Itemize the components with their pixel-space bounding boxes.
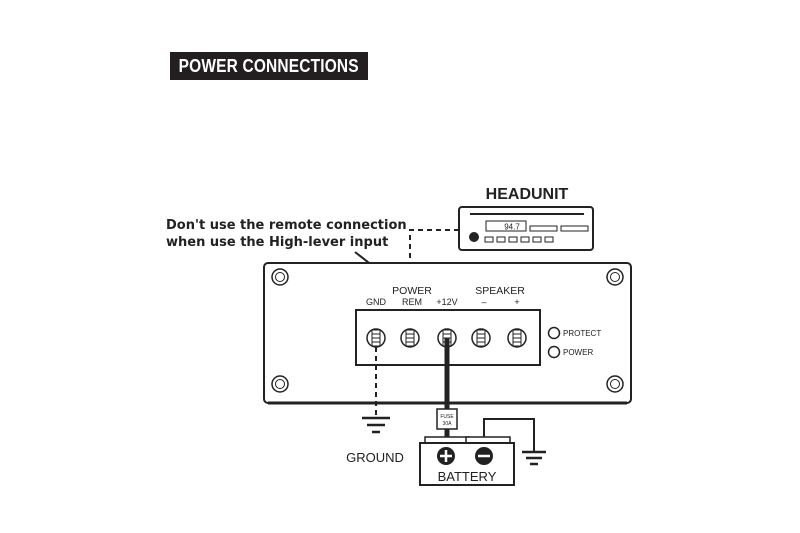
- headunit-display: [485, 220, 527, 232]
- headunit-button-1: [484, 236, 494, 243]
- chassis-ground-icon: [522, 450, 546, 466]
- power-group-label: POWER: [392, 285, 432, 297]
- screw-icon: [606, 268, 624, 286]
- power-led-label: POWER: [563, 348, 593, 357]
- note-line-2: when use the High-lever input: [166, 235, 388, 250]
- 12v-terminal-label: +12V: [436, 297, 457, 307]
- battery-negative-wire: [483, 418, 535, 452]
- protect-led-icon: [547, 326, 561, 340]
- protect-led-label: PROTECT: [563, 329, 601, 338]
- note-line-1: Don't use the remote connection: [166, 218, 407, 233]
- screw-icon: [271, 268, 289, 286]
- gnd-terminal-label: GND: [366, 297, 387, 307]
- headunit-label: HEADUNIT: [486, 186, 569, 203]
- terminal-screw-gnd: [366, 328, 386, 348]
- headunit-button-5: [532, 236, 542, 243]
- power-led-icon: [547, 345, 561, 359]
- section-title-banner: POWER CONNECTIONS: [170, 52, 368, 80]
- speaker-minus-label: –: [481, 297, 486, 307]
- screw-icon: [271, 375, 289, 393]
- fuse-label: FUSE: [440, 414, 454, 420]
- headunit-button-2: [496, 236, 506, 243]
- section-title: POWER CONNECTIONS: [178, 55, 360, 76]
- terminal-screw-speaker-plus: [507, 328, 527, 348]
- headunit: HEADUNIT 94.7: [458, 186, 594, 251]
- headunit-button-6: [544, 236, 554, 243]
- battery: BATTERY: [419, 436, 515, 486]
- speaker-plus-label: +: [514, 297, 519, 307]
- terminal-screw-rem: [400, 328, 420, 348]
- battery-plus-icon: [437, 447, 455, 465]
- speaker-group-label: SPEAKER: [475, 285, 525, 297]
- ground-label: GROUND: [346, 450, 404, 465]
- screw-icon: [606, 375, 624, 393]
- ground-symbol-icon: [362, 416, 390, 434]
- amplifier: POWER SPEAKER GND REM +12V – + PROTECT P…: [263, 262, 632, 405]
- battery-label: BATTERY: [438, 469, 497, 484]
- headunit-preset-bar-1: [529, 225, 558, 232]
- headunit-preset-bar-2: [560, 225, 589, 232]
- rem-terminal-label: REM: [402, 297, 422, 307]
- battery-minus-icon: [475, 447, 493, 465]
- battery-body: [419, 442, 515, 486]
- headunit-button-4: [520, 236, 530, 243]
- headunit-knob: [469, 232, 479, 242]
- headunit-display-value: 94.7: [504, 223, 520, 232]
- fuse-rating: 30A: [443, 421, 453, 427]
- headunit-button-3: [508, 236, 518, 243]
- terminal-screw-speaker-minus: [471, 328, 491, 348]
